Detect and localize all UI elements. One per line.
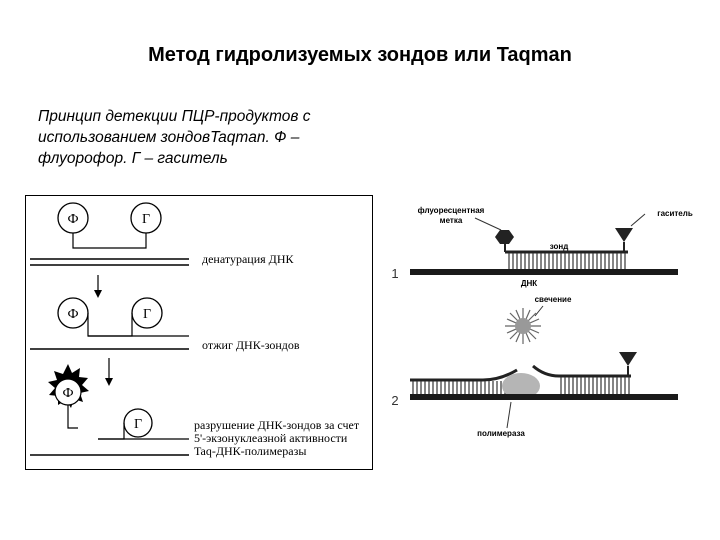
probe-fragment <box>68 405 78 428</box>
glow-pointer <box>535 306 543 316</box>
step1-number: 1 <box>391 266 398 281</box>
probe-link <box>73 233 146 248</box>
quencher-pointer <box>631 214 645 226</box>
dna-strand <box>410 394 678 400</box>
right-diagram-panel: флуоресцентная метка гаситель 1 зонд ДНК… <box>383 190 693 455</box>
probe-label: зонд <box>550 242 569 251</box>
step1-label: денатурация ДНК <box>202 252 294 266</box>
quencher-triangle-icon <box>619 352 637 366</box>
slide-title: Метод гидролизуемых зондов или Taqman <box>0 44 720 67</box>
primer-bases <box>412 381 508 394</box>
fluorophore-label: Ф <box>62 386 73 401</box>
polymerase-label: полимераза <box>477 429 525 438</box>
probe-strand <box>533 366 631 376</box>
glowing-fluorophore: Ф <box>48 364 89 408</box>
arrow-head <box>105 378 113 386</box>
arrow-head <box>94 290 102 298</box>
glow-label: свечение <box>535 295 572 304</box>
dna-strand <box>410 269 678 275</box>
slide-subtitle: Принцип детекции ПЦР-продуктов с использ… <box>38 106 378 169</box>
glow-core <box>515 318 531 334</box>
step1-probe: Ф Г <box>58 203 161 248</box>
fluor-pointer <box>475 218 501 230</box>
polymerase-pointer <box>507 402 511 428</box>
quencher-triangle-icon <box>615 228 633 242</box>
fluorophore-label: Ф <box>67 307 78 322</box>
quencher-label: Г <box>134 417 142 432</box>
quencher-text: гаситель <box>657 209 693 218</box>
probe-link <box>88 313 132 336</box>
probe-fragment <box>98 423 124 439</box>
step3-label-line3: Taq-ДНК-полимеразы <box>194 444 306 458</box>
quencher-label: Г <box>142 212 150 227</box>
dna-label: ДНК <box>521 279 537 288</box>
fluorophore-label: Ф <box>67 212 78 227</box>
step2-label: отжиг ДНК-зондов <box>202 338 300 352</box>
probe-bases <box>560 377 631 394</box>
fluor-label-line1: флуоресцентная <box>418 206 485 215</box>
left-diagram: Ф Г денатурация ДНК Ф Г отжиг ДНК-зондов… <box>26 196 372 469</box>
step3-label-line2: 5'-экзонуклеазной активности <box>194 431 348 445</box>
right-diagram: флуоресцентная метка гаситель 1 зонд ДНК… <box>383 190 693 450</box>
primer-strand <box>410 370 517 380</box>
left-diagram-panel: Ф Г денатурация ДНК Ф Г отжиг ДНК-зондов… <box>25 195 373 470</box>
probe-bases <box>507 253 628 269</box>
step3-label-line1: разрушение ДНК-зондов за счет <box>194 418 360 432</box>
fluorescent-tag-icon <box>495 230 514 244</box>
step2-number: 2 <box>391 393 398 408</box>
fluor-label-line2: метка <box>440 216 463 225</box>
quencher-label: Г <box>143 307 151 322</box>
